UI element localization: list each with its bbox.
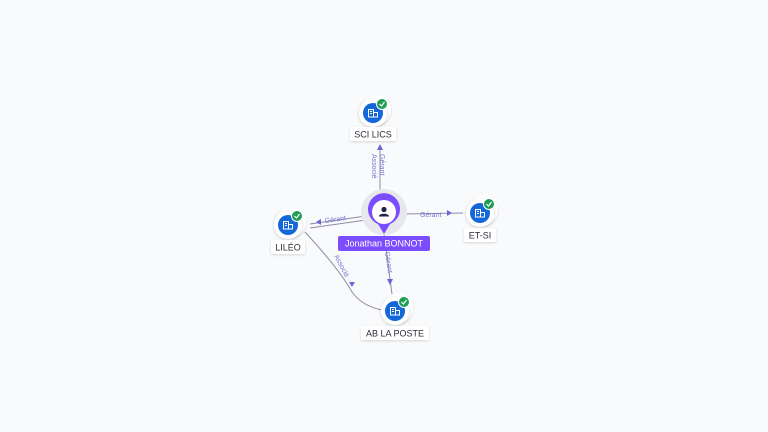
building-icon bbox=[368, 109, 378, 118]
verified-check-icon bbox=[398, 296, 410, 308]
arrow-lileo-ab bbox=[349, 282, 355, 287]
company-name-ab-la-poste: AB LA POSTE bbox=[366, 329, 424, 339]
company-name-sci-lics: SCI LICS bbox=[354, 130, 392, 140]
company-name-lileo: LILÉO bbox=[275, 243, 301, 253]
edge-label-gerant-sci-lics: Gérant bbox=[378, 154, 385, 175]
person-node[interactable]: Jonathan BONNOT bbox=[338, 189, 430, 251]
building-icon bbox=[283, 221, 293, 230]
company-name-et-si: ET-SI bbox=[469, 231, 492, 241]
verified-check-icon bbox=[376, 98, 388, 110]
arrow-lileo bbox=[316, 219, 321, 225]
edge-label-gerant-lileo: Gérant bbox=[324, 215, 346, 225]
edge-lileo-ab-la-poste bbox=[304, 231, 383, 311]
edge-label-gerant-ab-la-poste: Gérant bbox=[383, 251, 393, 273]
edge-label-associe-sci-lics: Associé bbox=[370, 154, 377, 179]
company-node-sci-lics[interactable]: SCI LICS bbox=[350, 95, 396, 141]
verified-check-icon bbox=[483, 198, 495, 210]
person-label-bg bbox=[338, 236, 430, 251]
person-icon bbox=[379, 206, 389, 217]
company-node-lileo[interactable]: LILÉO bbox=[271, 207, 306, 254]
arrow-et-si bbox=[447, 210, 452, 216]
arrow-sci-lics bbox=[377, 144, 383, 150]
arrow-ab-la-poste bbox=[387, 279, 393, 285]
edge-label-gerant-et-si: Gérant bbox=[420, 212, 441, 219]
person-name: Jonathan BONNOT bbox=[345, 239, 424, 249]
company-node-ab-la-poste[interactable]: AB LA POSTE bbox=[361, 293, 429, 340]
company-node-et-si[interactable]: ET-SI bbox=[464, 195, 498, 242]
building-icon bbox=[390, 307, 400, 316]
verified-check-icon bbox=[291, 210, 303, 222]
edge-person-et-si bbox=[401, 212, 464, 215]
edge-person-lileo-b bbox=[309, 219, 367, 229]
building-icon bbox=[475, 209, 485, 218]
